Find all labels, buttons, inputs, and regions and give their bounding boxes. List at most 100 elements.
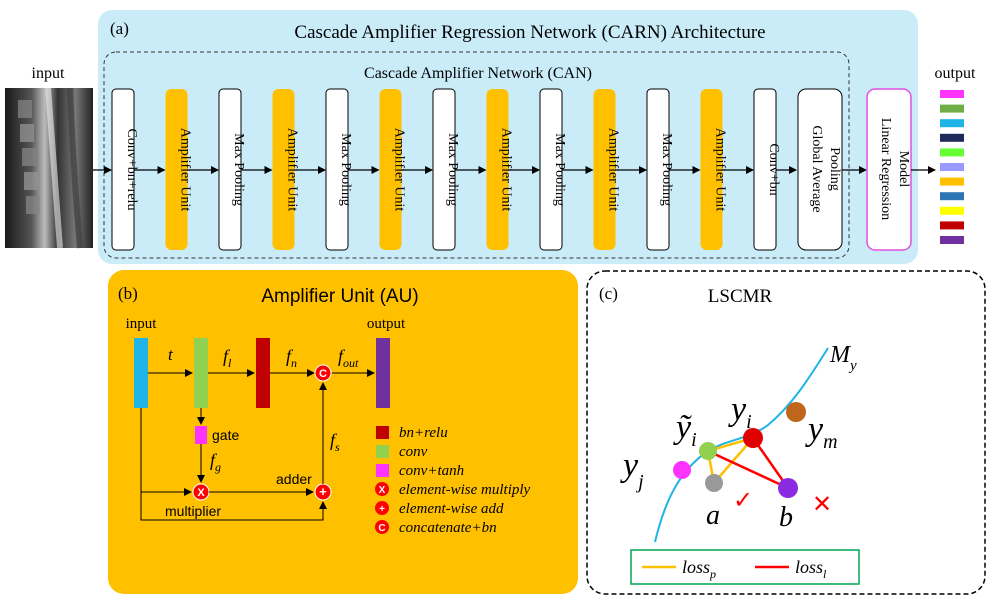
au-fg-label: fg [210,450,221,474]
y-i-label: yi [728,391,752,433]
output-swatches [940,90,964,244]
output-swatch [940,90,964,98]
block-label: Max Pooling [231,133,246,206]
point-y-j [673,461,691,479]
legend-square-icon [376,464,389,477]
panel-a-title: Cascade Amplifier Regression Network (CA… [294,22,765,43]
legend-circle-icon [375,501,389,515]
panel-c-border [586,270,986,595]
b-label: b [779,502,793,533]
panel-a-label: (a) [110,19,129,38]
can-dashed-box [103,51,850,259]
au-conv-bar [194,338,208,408]
au-multiplier-label: multiplier [165,503,221,519]
output-swatch [940,177,964,186]
block-label: Amplifier Unit [285,128,300,212]
panel-b-background [108,270,578,594]
amplifier-unit-block [379,89,402,250]
au-gate-label: gate [212,427,239,443]
legend-label: concatenate+bn [399,520,497,536]
au-output-bar [376,338,390,408]
manifold-curve [654,347,829,543]
au-add-symbol: + [319,484,327,499]
legend-label: bn+relu [399,425,448,441]
panel-b: (b) Amplifier Unit (AU) input output t f… [108,270,578,594]
au-adder-label: adder [276,471,312,487]
block-label: Max Pooling [445,133,460,206]
au-multiply-symbol: X [197,487,205,499]
output-swatch [940,236,964,244]
au-fs-label: fs [330,430,340,454]
output-swatch [940,206,964,215]
block-label: Amplifier Unit [392,128,407,212]
output-swatch [940,148,964,157]
au-bnrelu-bar [256,338,270,408]
legend-label: conv+tanh [399,463,464,479]
au-output-label: output [367,316,406,332]
legend-symbol: + [379,504,385,515]
au-t-label: t [168,345,174,364]
point-y-i [743,428,763,448]
gap-label-1: Global Average [809,125,824,212]
block-label: Max Pooling [338,133,353,206]
y-j-label: yj [620,447,644,493]
legend-label: element-wise add [399,501,504,517]
output-swatch [940,192,964,201]
a-label: a [706,500,720,531]
amplifier-unit-block [700,89,723,250]
legend-circle-icon [375,520,389,534]
au-input-label: input [126,316,158,332]
check-mark-icon: ✓ [733,487,753,514]
manifold-label: My [829,342,857,374]
block-label: Amplifier Unit [713,128,728,212]
panel-c-title: LSCMR [708,286,773,307]
legend-label: element-wise multiply [399,482,531,498]
panel-a-input-label: input [32,65,65,82]
output-swatch [940,104,964,113]
panel-a-output-label: output [935,65,976,82]
output-swatch [940,163,964,171]
point-b [778,478,798,498]
block-label: Amplifier Unit [178,128,193,212]
gap-label-2: Pooling [827,147,842,191]
au-input-bar [134,338,148,408]
lrm-label-1: Linear Regression [878,118,893,220]
panel-c-label: (c) [599,284,618,303]
output-swatch [940,133,964,142]
au-arrow-input-to-adder [140,492,327,521]
au-fout-label: fout [338,346,359,370]
legend-label: conv [399,444,428,460]
mri-input-image [5,87,93,249]
block-label: Max Pooling [552,133,567,206]
cross-mark-icon: ✕ [812,491,832,518]
y-m-label: ym [805,411,838,453]
amplifier-unit-block [593,89,616,250]
au-concat-symbol: C [319,368,327,380]
panel-b-title: Amplifier Unit (AU) [261,286,418,307]
legend-symbol: C [378,523,385,534]
block-label: Conv+bn [766,143,781,195]
y-tilde-i-label: ỹi [673,409,697,451]
legend-square-icon [376,426,389,439]
block-label: Max Pooling [659,133,674,206]
point-a [705,474,723,492]
panel-a: (a) Cascade Amplifier Regression Network… [5,10,976,264]
output-swatch [940,119,964,128]
block-label: Conv+bn+relu [124,129,139,211]
legend-square-icon [376,445,389,458]
can-title: Cascade Amplifier Network (CAN) [364,65,592,82]
panel-b-label: (b) [118,284,138,303]
au-fn-label: fn [286,346,297,370]
au-fl-label: fl [223,346,232,370]
legend-circle-icon [375,482,389,496]
loss-l-line-1 [707,449,789,490]
point-y-m [786,402,806,422]
lrm-label-2: Model [896,151,911,188]
amplifier-unit-block [486,89,509,250]
loss-l-label: lossl [795,557,827,581]
amplifier-unit-block [165,89,188,250]
loss-l-line-2 [751,437,790,489]
amplifier-unit-block [272,89,295,250]
block-label: Amplifier Unit [606,128,621,212]
